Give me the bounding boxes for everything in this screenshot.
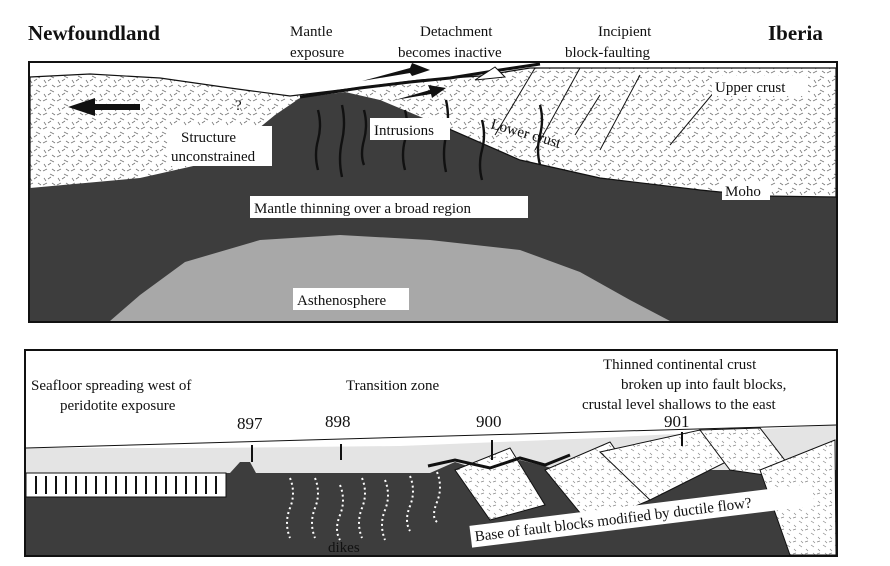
lower-detachment <box>427 453 571 470</box>
label-well-901: 901 <box>664 412 690 431</box>
label-detachment-2: becomes inactive <box>398 45 502 61</box>
label-incipient-1: Incipient <box>598 24 652 40</box>
label-mantle-thinning: Mantle thinning over a broad region <box>254 201 472 217</box>
dikes <box>286 471 441 541</box>
label-bg-upper-crust <box>712 76 808 96</box>
label-detachment-1: Detachment <box>420 24 493 40</box>
oceanic-stripes <box>35 476 217 494</box>
label-bg-structure <box>168 126 272 166</box>
label-bg-mantle-thinning <box>250 196 528 218</box>
plate-motion-arrow <box>68 98 140 116</box>
title-iberia: Iberia <box>768 21 823 45</box>
label-dikes: dikes <box>328 540 360 556</box>
label-intrusions: Intrusions <box>374 123 434 139</box>
label-transition: Transition zone <box>346 378 440 394</box>
detachment-fault <box>299 62 541 99</box>
label-bg-moho <box>722 182 770 200</box>
label-thinned-3: crustal level shallows to the east <box>582 397 777 413</box>
moho-line <box>439 124 837 198</box>
detachment-arrow-right <box>395 85 446 100</box>
label-seafloor-1: Seafloor spreading west of <box>31 378 191 394</box>
well-markers <box>251 432 683 462</box>
incipient-block <box>474 66 507 81</box>
label-well-898: 898 <box>325 412 351 431</box>
crust-faults <box>494 67 721 151</box>
label-upper-crust: Upper crust <box>715 80 786 96</box>
label-seafloor-2: peridotite exposure <box>60 398 176 414</box>
title-newfoundland: Newfoundland <box>28 21 160 45</box>
lower-panel: Seafloor spreading west of peridotite ex… <box>24 349 838 557</box>
label-mantle-exposure-1: Mantle <box>290 24 333 40</box>
upper-panel-frame <box>28 61 838 323</box>
label-bg-asthenosphere <box>293 288 409 310</box>
label-moho: Moho <box>725 184 761 200</box>
label-asthenosphere: Asthenosphere <box>297 293 386 309</box>
label-question-mark: ? <box>235 98 242 114</box>
lower-panel-frame <box>24 349 838 557</box>
label-incipient-2: block-faulting <box>565 45 650 61</box>
detachment-arrow-left <box>362 63 430 81</box>
label-thinned-1: Thinned continental crust <box>603 357 757 373</box>
asthenosphere-layer <box>110 235 670 321</box>
label-thinned-2: broken up into fault blocks, <box>621 377 786 393</box>
upper-panel: Newfoundland Iberia <box>28 21 838 323</box>
sea-surface <box>25 424 837 449</box>
label-structure-1: Structure <box>181 130 236 146</box>
label-structure-2: unconstrained <box>171 149 256 165</box>
label-bg-base <box>469 483 815 548</box>
label-mantle-exposure-2: exposure <box>290 45 344 61</box>
label-bg-intrusions <box>370 118 450 140</box>
label-well-897: 897 <box>237 414 263 433</box>
label-well-900: 900 <box>476 412 502 431</box>
